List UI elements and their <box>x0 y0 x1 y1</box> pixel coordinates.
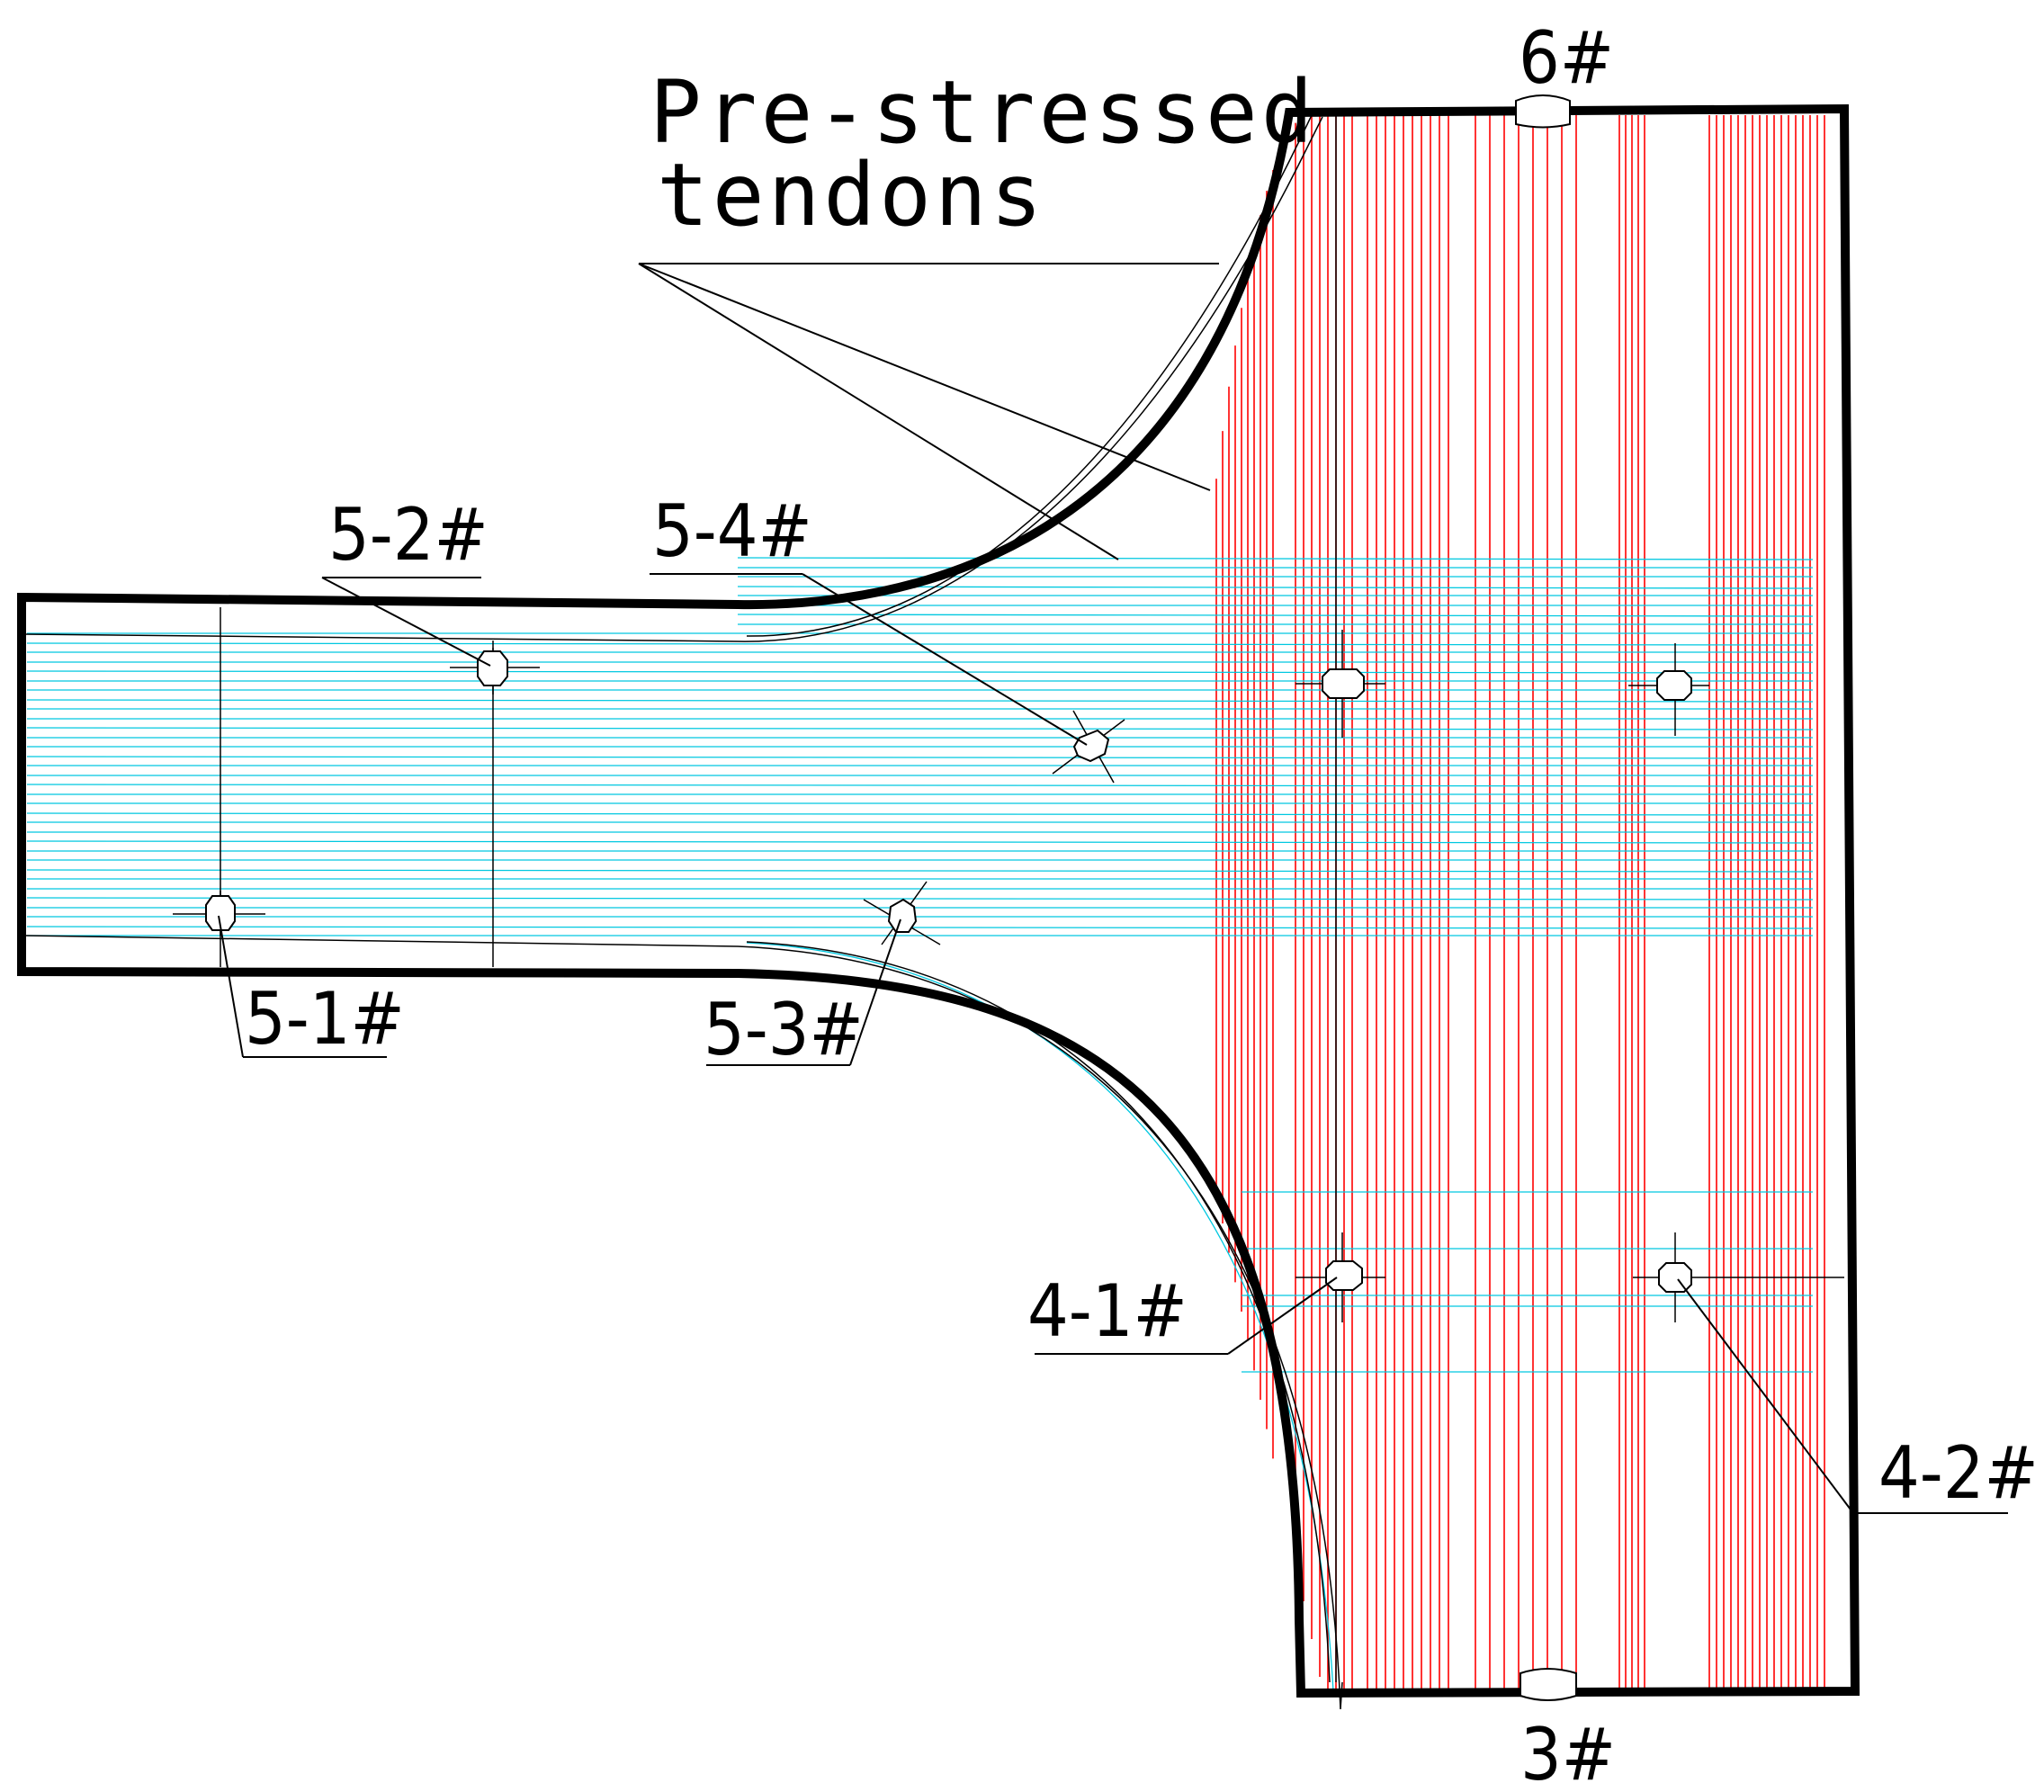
borehole-5-3 <box>863 881 941 945</box>
leader-lines <box>218 263 2008 1514</box>
borehole-4-1 <box>1295 1232 1385 1322</box>
horizontal-tendon-line <box>26 699 1814 703</box>
horizontal-tendon-line <box>26 727 1814 730</box>
borehole-5-2 <box>450 641 540 694</box>
horizontal-tendon-line <box>26 812 1814 816</box>
label-3: 3# <box>1520 1713 1616 1792</box>
borehole-upper-right-b <box>1628 643 1709 736</box>
label-4-1: 4-1# <box>1027 1269 1188 1353</box>
hole-6-marker <box>1515 94 1571 129</box>
horizontal-tendon-line <box>737 614 1814 617</box>
borehole-5-1 <box>173 891 265 936</box>
horizontal-tendon-line <box>26 869 1814 873</box>
hole-3-marker <box>1520 1668 1577 1701</box>
horizontal-tendon-line <box>26 897 1814 900</box>
label-4-2: 4-2# <box>1878 1431 2039 1515</box>
label-5-4: 5-4# <box>652 489 812 573</box>
title-line-2: tendons <box>657 145 1046 246</box>
borehole-5-4 <box>1052 710 1125 784</box>
curved-tendon-line <box>746 942 1334 1692</box>
horizontal-prestressed-tendons <box>26 557 1814 1692</box>
label-5-1: 5-1# <box>245 977 405 1061</box>
borehole-upper-right-a <box>1295 630 1385 738</box>
label-6: 6# <box>1519 16 1614 100</box>
vertical-prestressed-tendons <box>1215 115 1825 1689</box>
horizontal-tendon-line <box>26 926 1814 929</box>
horizontal-tendon-line <box>26 840 1814 844</box>
label-5-3: 5-3# <box>704 988 864 1071</box>
label-5-2: 5-2# <box>328 493 489 577</box>
structure-outline <box>17 103 1860 1698</box>
horizontal-tendon-line <box>737 557 1814 560</box>
horizontal-tendon-line <box>26 756 1814 759</box>
horizontal-tendon-line <box>26 670 1814 674</box>
title-line-1: Pre-stressed <box>650 62 1317 163</box>
borehole-4-2 <box>1633 1232 1844 1322</box>
horizontal-tendon-line <box>26 784 1814 787</box>
